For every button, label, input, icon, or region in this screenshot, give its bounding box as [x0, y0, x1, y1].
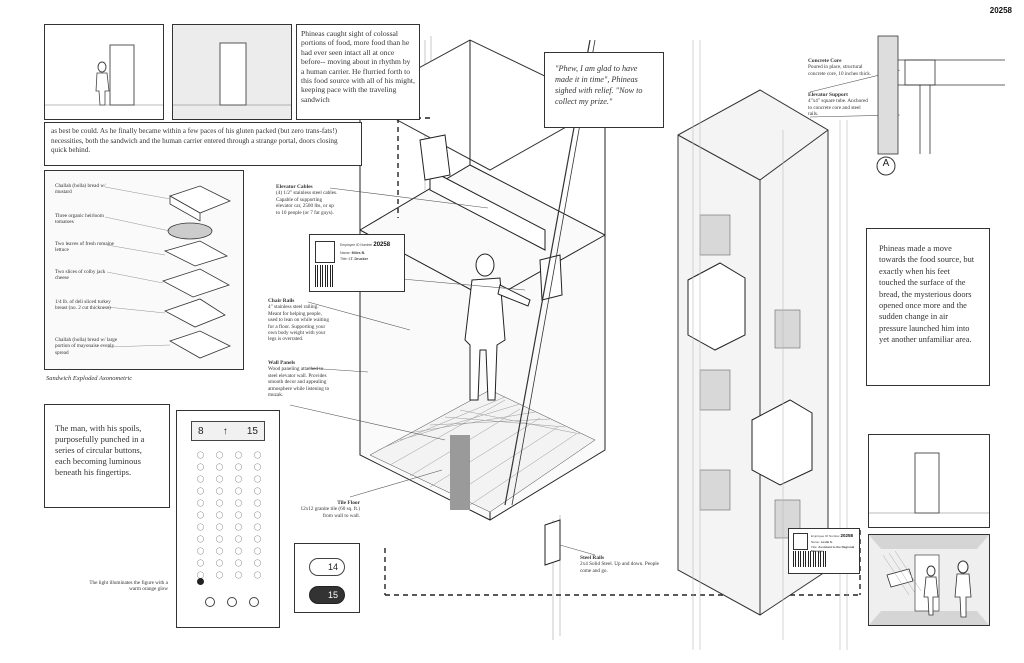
badge-id: 20258: [373, 242, 391, 248]
quote-box: "Phew, I am glad to have made it in time…: [544, 52, 664, 128]
employee-badge-2: Employee ID Number 20258 Name: Leslie S.…: [788, 528, 860, 574]
sandwich-layer-1: Challah (holla) bread w/ mustard: [55, 183, 106, 196]
light-note: The light illuminates the figure with a …: [89, 580, 168, 593]
sandwich-layer-4: Two slices of colby jack cheese: [55, 269, 106, 282]
sandwich-layer-2: Three organic heirloom tomatoes: [55, 213, 104, 226]
annotation-elevator-cables: Elevator Cables(4) 1/2" stainless steel …: [276, 184, 338, 216]
zoom-button-15[interactable]: 15: [309, 586, 345, 604]
badge-2-title: Assistant to the Regional Manager: [811, 545, 855, 553]
story-paragraph-1: Phineas caught sight of colossal portion…: [296, 24, 420, 120]
employee-badge: Employee ID Number 20258 Name: Miles B. …: [309, 234, 405, 292]
story-move-paragraph: Phineas made a move towards the food sou…: [866, 228, 990, 386]
floor-display-right: 15: [246, 425, 258, 437]
sandwich-caption: Sandwich Exploded Axonometric: [46, 375, 133, 382]
detail-marker-a: A: [882, 158, 890, 169]
sandwich-layer-3: Two leaves of fresh romaine lettuce: [55, 241, 114, 254]
active-floor-button[interactable]: [197, 578, 204, 585]
floor-display: 8 ↑ 15: [191, 421, 265, 441]
button-zoom-detail: 14 15: [294, 543, 360, 613]
floor-button-grid[interactable]: [191, 449, 267, 579]
badge-title: I.T. Drucker: [348, 257, 369, 261]
sandwich-layer-6: Challah (holla) bread w/ large portion o…: [55, 337, 118, 356]
sandwich-diagram: Challah (holla) bread w/ mustard Three o…: [44, 170, 244, 370]
sheet-number: 20258: [989, 6, 1012, 15]
elevation-view-right: [172, 24, 292, 120]
badge-2-photo: [793, 533, 808, 550]
badge-barcode: [315, 265, 333, 287]
zoom-button-14[interactable]: 14: [309, 558, 345, 576]
badge-2-id: 20258: [840, 533, 854, 538]
sandwich-layer-5: 1/4 lb. of deli sliced turkey breast (no…: [55, 299, 111, 312]
up-arrow-icon: ↑: [222, 425, 228, 437]
elevator-control-panel: 8 ↑ 15: [176, 410, 280, 628]
badge-name: Miles B.: [351, 251, 366, 255]
story-paragraph-1-continued: as best be could. As he finally became w…: [44, 122, 362, 166]
badge-2-barcode: [793, 551, 827, 567]
story-buttons-paragraph: The man, with his spoils, purposefully p…: [44, 404, 170, 508]
exit-elevation-view: [868, 434, 990, 528]
elevation-view-left: [44, 24, 164, 120]
launch-scene-view: [868, 534, 990, 626]
badge-photo: [315, 241, 335, 263]
badge-2-name: Leslie S.: [820, 540, 833, 544]
alarm-button-icon[interactable]: [205, 597, 215, 607]
call-button-icon[interactable]: [227, 597, 237, 607]
floor-display-left: 8: [198, 425, 204, 437]
stop-button-icon[interactable]: [249, 597, 259, 607]
